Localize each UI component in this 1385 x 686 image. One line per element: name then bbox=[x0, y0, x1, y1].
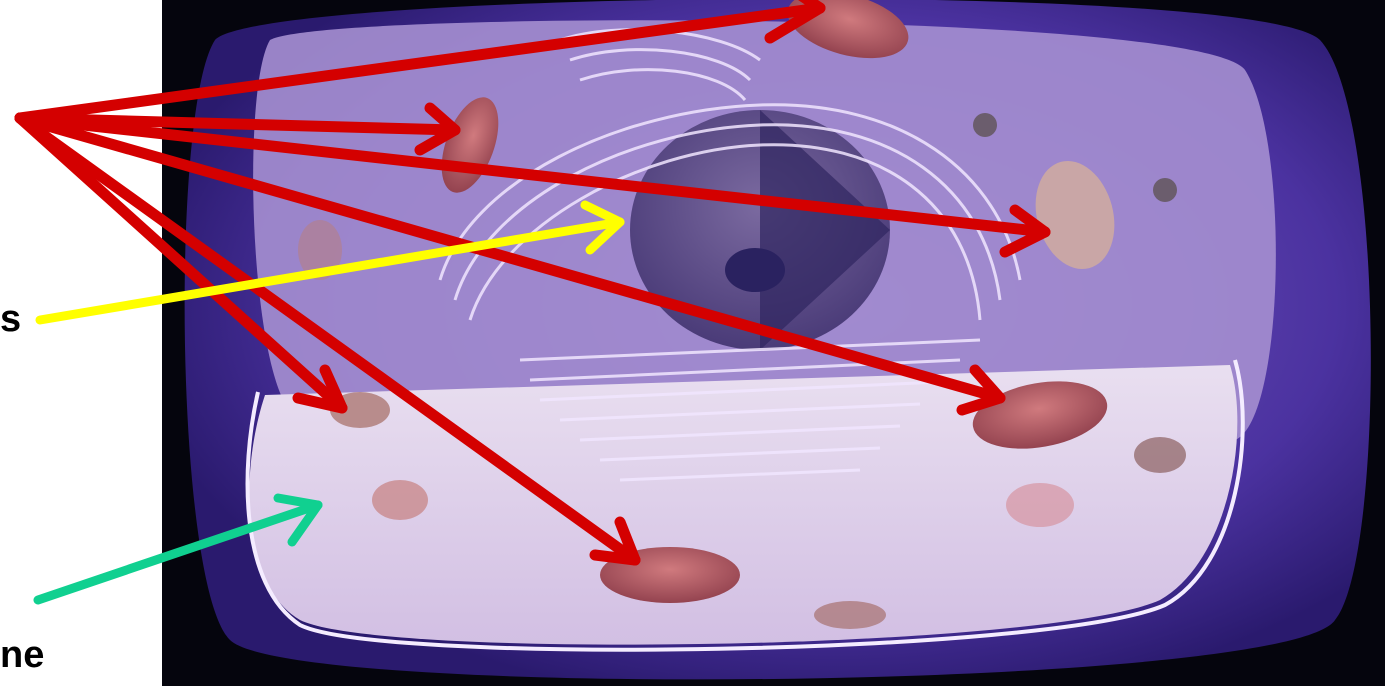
nucleus-label-partial: s bbox=[0, 300, 21, 338]
nucleolus bbox=[725, 248, 785, 292]
membrane-label-partial: ne bbox=[0, 636, 44, 674]
